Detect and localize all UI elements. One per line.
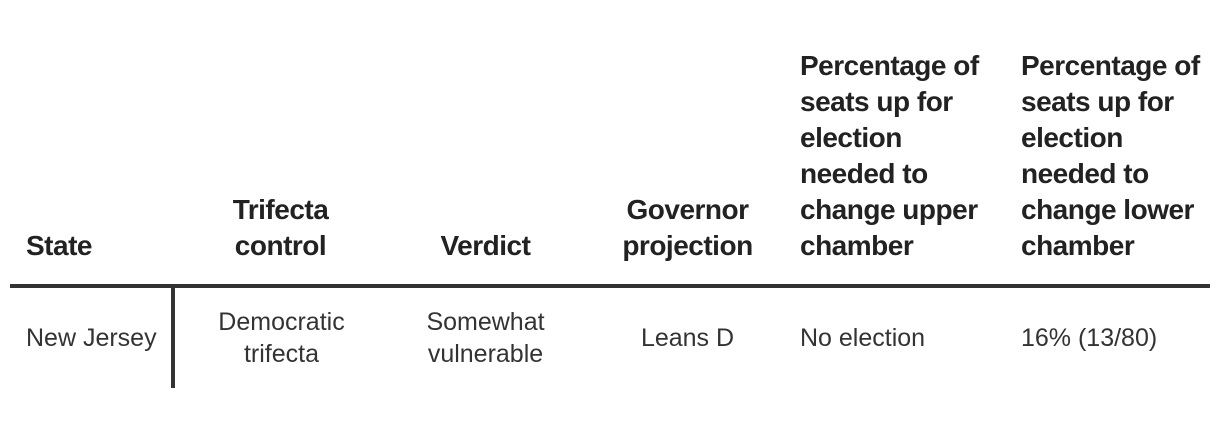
- header-state: State: [10, 40, 173, 288]
- table-row: New Jersey Democratic trifecta Somewhat …: [10, 286, 1210, 388]
- cell-verdict: Somewhat vulnerable: [426, 308, 545, 368]
- header-lower-chamber: Percentage of seats up for election need…: [1005, 40, 1210, 288]
- header-governor-projection: Governor projection: [583, 40, 784, 288]
- cell-lower-chamber: 16% (13/80): [1021, 324, 1158, 352]
- header-trifecta-control: Trifecta control: [173, 40, 380, 288]
- table-body: New Jersey Democratic trifecta Somewhat …: [10, 286, 1210, 388]
- cell-governor-projection: Leans D: [640, 324, 735, 352]
- header-upper-chamber: Percentage of seats up for election need…: [784, 40, 1005, 288]
- header-row: State Trifecta control Verdict Governor …: [10, 40, 1210, 288]
- cell-upper-chamber: No election: [800, 324, 926, 352]
- trifecta-table: State Trifecta control Verdict Governor …: [10, 40, 1210, 388]
- cell-state: New Jersey: [10, 286, 175, 388]
- header-verdict: Verdict: [380, 40, 583, 288]
- table-header: State Trifecta control Verdict Governor …: [10, 40, 1210, 288]
- cell-trifecta-control: Democratic trifecta: [218, 308, 345, 368]
